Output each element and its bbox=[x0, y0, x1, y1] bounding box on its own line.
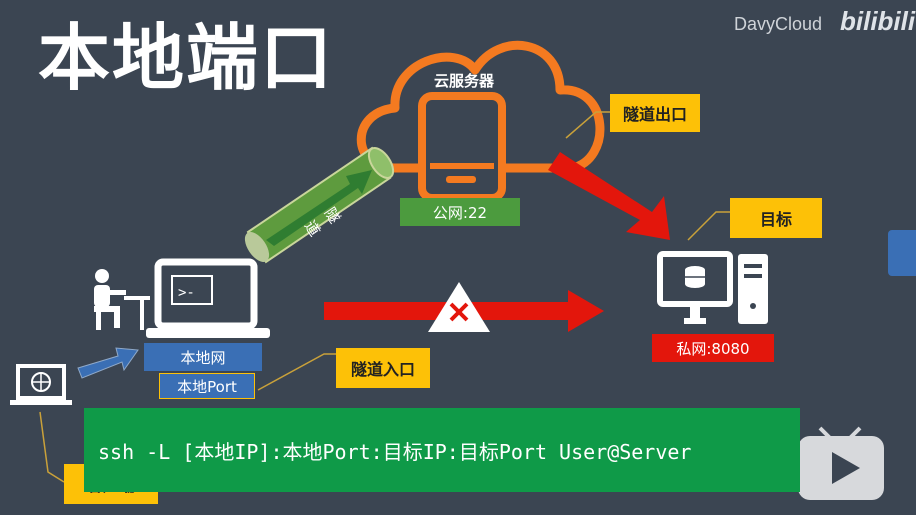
brand-name: DavyCloud bbox=[734, 14, 823, 34]
cloud-label: 云服务器 bbox=[434, 72, 495, 90]
svg-text:>-: >- bbox=[178, 285, 195, 301]
local-laptop-icon: >- bbox=[146, 258, 270, 338]
user-at-desk-icon bbox=[94, 269, 150, 330]
tunnel-cylinder bbox=[244, 146, 395, 264]
tunnel-exit-arrow bbox=[548, 152, 670, 240]
play-button-icon[interactable] bbox=[798, 426, 884, 500]
target-port-label: 私网:8080 bbox=[652, 334, 774, 362]
local-net-label: 本地网 bbox=[144, 343, 262, 371]
tunnel-entry-label: 隧道入口 bbox=[336, 348, 430, 388]
client-arrow bbox=[77, 347, 139, 379]
bilibili-logo: bilibili bbox=[840, 6, 916, 36]
server-phone-icon bbox=[418, 92, 506, 202]
cloud-icon bbox=[356, 40, 605, 173]
client-laptop-icon bbox=[10, 364, 72, 405]
side-panel-tab[interactable] bbox=[888, 230, 916, 276]
public-port-label: 公网:22 bbox=[400, 198, 520, 226]
local-port-label: 本地Port bbox=[159, 373, 255, 399]
target-label: 目标 bbox=[730, 198, 822, 238]
blocked-direct-arrow bbox=[324, 282, 604, 332]
slide-title: 本地端口 bbox=[38, 16, 335, 100]
ssh-command: ssh -L [本地IP]:本地Port:目标IP:目标Port User@Se… bbox=[84, 408, 800, 492]
tunnel-exit-label: 隧道出口 bbox=[610, 94, 700, 132]
callout-lines bbox=[39, 111, 730, 483]
target-computer-icon bbox=[657, 251, 768, 324]
